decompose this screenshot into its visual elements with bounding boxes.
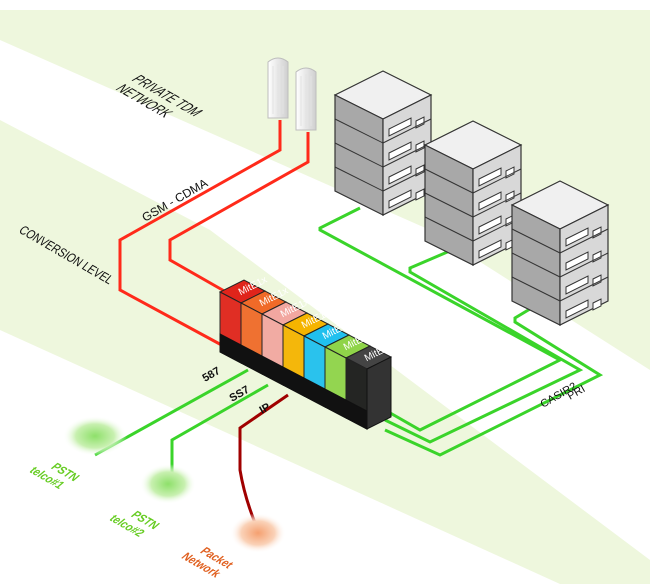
- label-ip: IP: [258, 401, 273, 417]
- background-band: [0, 10, 650, 370]
- red-link-1: [118, 120, 282, 357]
- pstn-telco2-node: [140, 464, 196, 504]
- server-stack-icon: [423, 120, 523, 266]
- server-stack-icon: [510, 180, 610, 326]
- pstn-telco1-label: PSTN telco#1: [26, 462, 81, 492]
- green-link-2: [384, 248, 584, 444]
- packet-network-label: Packet Network: [178, 546, 236, 580]
- pstn-telco2-label: PSTN telco#2: [106, 510, 161, 540]
- converter-box: MitE1xMitE1xMitE1xMitE1xMitE1xMitE1xMitE…: [218, 274, 395, 430]
- pstn-telco1-node: [63, 416, 127, 456]
- server-stack-icon: [333, 70, 433, 216]
- green-link-1: [318, 206, 564, 432]
- antenna-icon: [267, 57, 289, 119]
- packet-network-node: [230, 513, 286, 553]
- green-link-3: [384, 298, 604, 457]
- red-link-2: [168, 132, 310, 302]
- antenna-icon: [295, 67, 317, 131]
